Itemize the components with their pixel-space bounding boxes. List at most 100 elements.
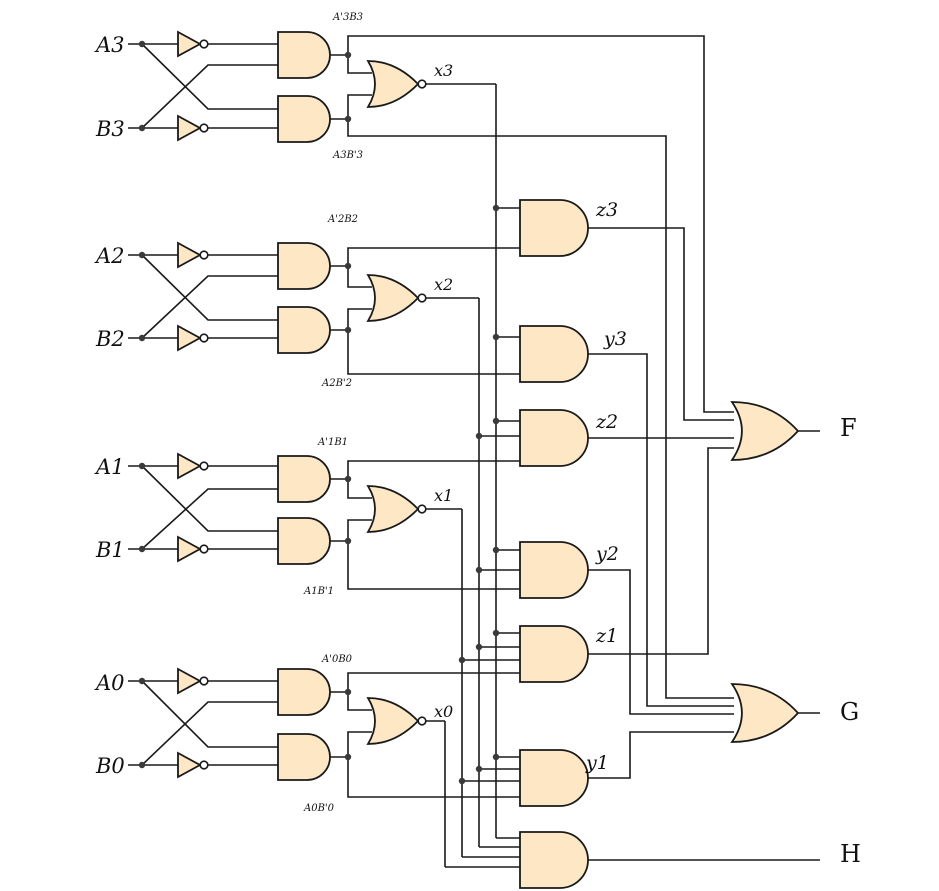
not-gate-a xyxy=(177,667,202,695)
x3-label: x3 xyxy=(434,61,453,80)
and-gate-y2 xyxy=(519,541,589,599)
nor-gate xyxy=(366,697,420,745)
input-a1-label: A1 xyxy=(94,455,125,479)
cross-a-wire xyxy=(141,680,278,748)
junction-dots xyxy=(138,40,500,785)
a2-b2p-to-y3 xyxy=(347,330,520,375)
junction-dot xyxy=(344,688,352,696)
y3-to-g xyxy=(588,353,734,707)
not-a-out-wire xyxy=(208,465,279,469)
z1-label: z1 xyxy=(595,625,618,647)
nor-gate-bubble xyxy=(417,504,427,514)
nor-in-top xyxy=(347,692,372,711)
not-gate-a-bubble xyxy=(199,39,209,49)
output-f-label: F xyxy=(840,414,857,442)
term-a0-b0p-label: A0B'0 xyxy=(303,803,335,814)
not-gate-b xyxy=(177,751,202,779)
term-a1p-b1-label: A'1B1 xyxy=(317,437,348,448)
not-gate-a-bubble xyxy=(199,461,209,471)
junction-dot xyxy=(492,753,500,761)
junction-dot xyxy=(492,629,500,637)
and-gate-z1 xyxy=(519,625,589,683)
junction-dot xyxy=(138,761,146,769)
a0p-b0-to-z1 xyxy=(347,672,520,692)
nor-gate-bubble xyxy=(417,79,427,89)
junction-dot xyxy=(138,124,146,132)
term-a2-b2p-label: A2B'2 xyxy=(321,378,352,389)
y3-label: y3 xyxy=(603,328,627,350)
and-gate-h xyxy=(519,831,589,889)
cross-b-wire xyxy=(141,64,278,129)
not-gate-b xyxy=(177,535,202,563)
and-gate-y3 xyxy=(519,325,589,383)
junction-dot xyxy=(344,475,352,483)
nor-in-top xyxy=(347,266,372,288)
cross-a-wire xyxy=(141,43,278,110)
and-gate-y1 xyxy=(519,749,589,807)
input-a3-label: A3 xyxy=(94,33,125,57)
junction-dot xyxy=(475,432,483,440)
not-gate-a-bubble xyxy=(199,676,209,686)
term-a0p-b0-label: A'0B0 xyxy=(321,654,353,665)
or-gate-f xyxy=(730,401,800,461)
gates xyxy=(177,30,800,889)
not-b-out-wire xyxy=(208,337,279,340)
junction-dot xyxy=(138,462,146,470)
junction-dot xyxy=(344,262,352,270)
cross-b-wire xyxy=(141,701,278,766)
term-a3p-b3-label: A'3B3 xyxy=(332,12,363,23)
y1-to-g xyxy=(588,731,734,779)
a0-b0p-to-y1 xyxy=(347,757,520,798)
not-a-out-wire xyxy=(208,43,279,45)
not-b-out-wire xyxy=(208,127,279,129)
not-b-out-wire xyxy=(208,548,279,551)
cross-b-wire xyxy=(141,488,278,550)
and-gate-bottom xyxy=(277,517,331,565)
junction-dot xyxy=(475,765,483,773)
z3-to-f xyxy=(588,227,734,421)
not-b-out-wire xyxy=(208,764,279,767)
a3p-b3-to-f xyxy=(347,35,734,413)
cross-a-wire xyxy=(141,254,278,321)
nor-gate xyxy=(366,274,420,322)
input-b2-label: B2 xyxy=(95,327,125,351)
y2-label: y2 xyxy=(595,543,619,565)
nor-in-bottom xyxy=(347,94,372,119)
not-a-out-wire xyxy=(208,680,279,682)
nor-in-bottom xyxy=(347,519,372,541)
input-b3-label: B3 xyxy=(95,117,125,141)
term-a3-b3p-label: A3B'3 xyxy=(332,150,363,161)
not-gate-a-bubble xyxy=(199,250,209,260)
y1-label: y1 xyxy=(585,752,609,774)
junction-dot xyxy=(138,677,146,685)
and-gate-z2 xyxy=(519,409,589,467)
a1p-b1-to-z2 xyxy=(347,460,520,479)
and-gate-bottom xyxy=(277,733,331,781)
nor-in-bottom xyxy=(347,731,372,757)
not-gate-b xyxy=(177,324,202,352)
z3-label: z3 xyxy=(595,199,618,221)
y2-to-g xyxy=(588,569,734,715)
a2p-b2-to-z3 xyxy=(347,247,520,266)
nor-gate xyxy=(366,60,420,108)
not-gate-b xyxy=(177,114,202,142)
nor-in-top xyxy=(347,55,372,74)
input-a0-label: A0 xyxy=(94,671,125,695)
a3-b3p-to-g xyxy=(347,119,734,699)
junction-dot xyxy=(138,251,146,259)
not-gate-a xyxy=(177,452,202,480)
junction-dot xyxy=(492,204,500,212)
term-a1-b1p-label: A1B'1 xyxy=(303,586,334,597)
input-b1-label: B1 xyxy=(95,538,125,562)
nor-gate-bubble xyxy=(417,293,427,303)
z1-to-f xyxy=(588,447,734,655)
and-gate-bottom xyxy=(277,306,331,354)
junction-dot xyxy=(344,115,352,123)
junction-dot xyxy=(344,753,352,761)
not-gate-b-bubble xyxy=(199,333,209,343)
input-a2-label: A2 xyxy=(94,244,125,268)
input-b0-label: B0 xyxy=(95,754,125,778)
not-gate-a xyxy=(177,241,202,269)
nor-gate xyxy=(366,485,420,533)
